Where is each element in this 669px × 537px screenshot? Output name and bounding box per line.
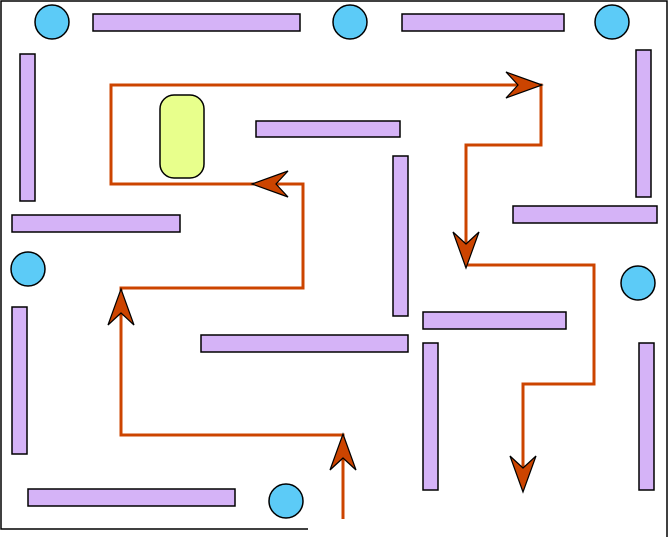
maze-route — [109, 83, 596, 519]
maze-post-4 — [10, 251, 46, 287]
maze-wall-3 — [19, 53, 36, 202]
maze-wall-13 — [638, 342, 655, 491]
maze-wall-7 — [11, 214, 181, 233]
maze-wall-6 — [392, 155, 409, 317]
maze-post-5 — [620, 265, 656, 301]
maze-wall-14 — [27, 488, 236, 507]
maze-post-3 — [594, 4, 630, 40]
goal-marker — [159, 94, 205, 179]
maze-wall-5 — [255, 120, 401, 138]
maze-post-6 — [268, 483, 304, 519]
maze-wall-8 — [512, 205, 658, 224]
route-arrow-up-2 — [107, 287, 135, 326]
maze-wall-11 — [200, 334, 409, 353]
maze-wall-1 — [92, 13, 301, 32]
maze-wall-12 — [422, 342, 439, 491]
route-arrow-up-1 — [329, 432, 357, 471]
maze-wall-2 — [401, 13, 565, 32]
maze-wall-10 — [11, 306, 28, 455]
route-arrow-down-6 — [509, 455, 537, 494]
maze-walls — [11, 13, 658, 507]
maze-goal — [159, 94, 205, 179]
maze-wall-4 — [635, 49, 652, 198]
route-arrow-right-4 — [505, 71, 544, 99]
route-arrow-down-5 — [452, 231, 480, 270]
maze-post-2 — [332, 4, 368, 40]
route-arrow-left-3 — [250, 170, 289, 198]
route-path-1 — [109, 83, 596, 519]
maze-post-1 — [34, 4, 70, 40]
route-arrows — [107, 71, 544, 494]
maze-wall-9 — [422, 311, 567, 330]
maze-posts — [10, 4, 656, 519]
